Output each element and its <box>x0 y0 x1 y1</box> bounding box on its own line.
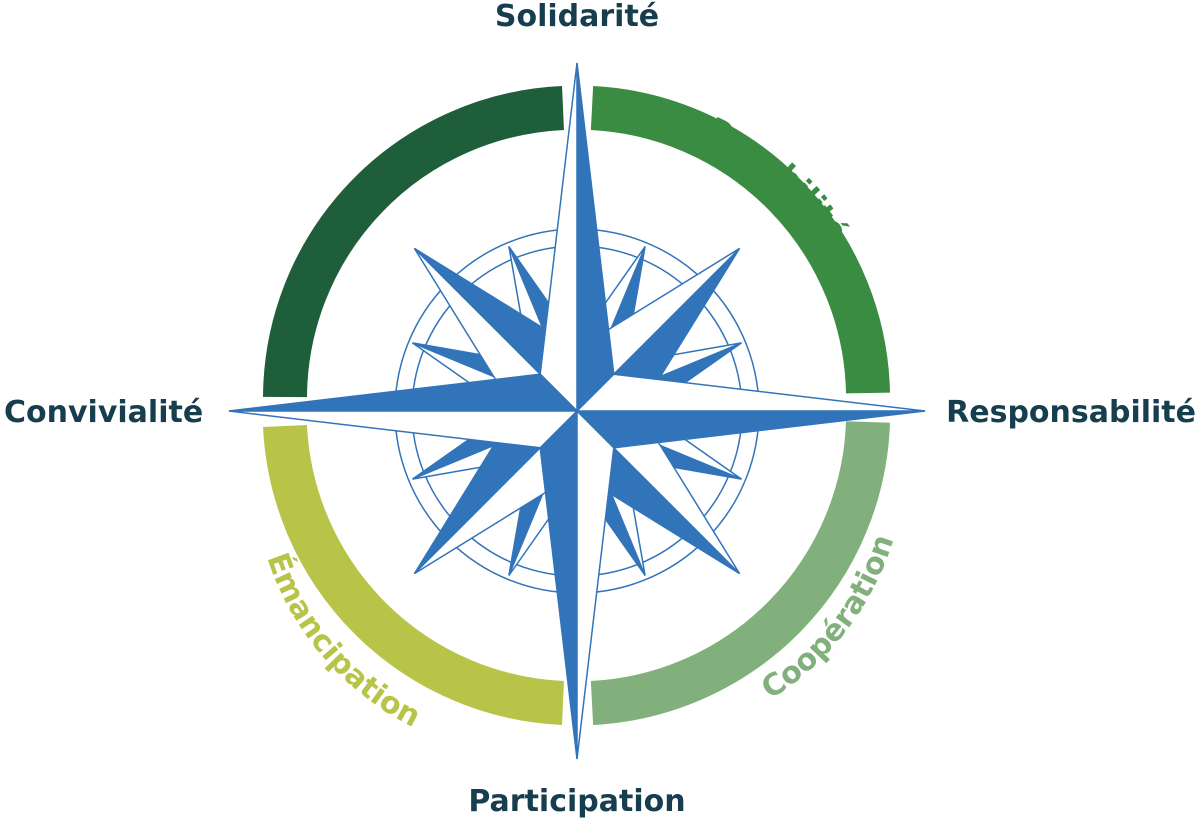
ring-segment-durabilite <box>590 86 890 394</box>
compass-cardinal-rays <box>228 62 926 760</box>
label-durabilite: Durabilité <box>702 111 854 247</box>
label-responsabilite: Responsabilité <box>946 395 1196 430</box>
label-participation: Participation <box>468 784 685 819</box>
label-solidarite: Solidarité <box>495 0 659 34</box>
cardinal-ray-3-light-half <box>228 410 579 449</box>
ring-segment-inclusion <box>263 86 565 398</box>
compass-diagonal-rays <box>413 247 741 575</box>
ring-segment-emancipation <box>263 424 565 725</box>
ring-segment-cooperation <box>590 421 890 725</box>
quadrant-ring <box>263 86 890 725</box>
cardinal-ray-2-light-half <box>576 409 615 760</box>
cardinal-ray-1-light-half <box>575 373 926 412</box>
label-convivialite: Convivialité <box>4 395 203 430</box>
